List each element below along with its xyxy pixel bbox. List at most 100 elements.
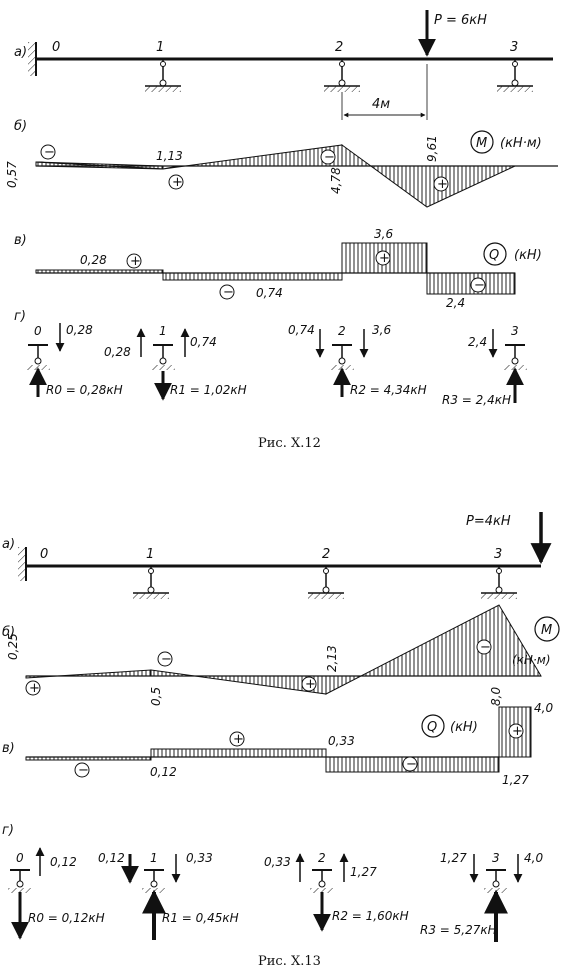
figure-caption: Рис. X.13 [258, 954, 321, 969]
support-label-1: 1 [146, 547, 154, 562]
reaction-left-3: 2,4 [468, 335, 487, 349]
moment-diagram [25, 604, 542, 695]
shear-value-2: 1,27 [502, 773, 529, 787]
panel-label-b: б) [14, 119, 27, 134]
support-label-0: 0 [52, 40, 60, 55]
figure-x13: а) 0 1 2 3 [2, 512, 560, 969]
reaction-right-2: 3,6 [372, 323, 391, 337]
shear-sign-3: − [474, 278, 485, 293]
sign-circle [74, 723, 524, 778]
reaction-node-1 [121, 854, 181, 940]
pin-support-3 [497, 59, 533, 92]
panel-label-v: в) [14, 233, 27, 248]
shear-title: Q [489, 248, 499, 263]
reaction-R-3: R3 = 5,27кН [420, 923, 497, 937]
moment-sign-0: − [44, 145, 55, 160]
pin-support-1 [133, 566, 169, 599]
support-label-3: 3 [494, 547, 502, 562]
moment-unit: (кН·м) [512, 653, 551, 667]
moment-sign-1: − [161, 652, 172, 667]
moment-value-0: 0,57 [5, 161, 19, 188]
pin-support-1 [145, 59, 181, 92]
reaction-num-2: 2 [338, 324, 346, 338]
shear-sign-0: + [130, 254, 141, 269]
reaction-left-1: 0,12 [98, 851, 125, 865]
reaction-left-3: 1,27 [440, 851, 467, 865]
reaction-num-3: 3 [492, 851, 500, 865]
reaction-right-0: 0,12 [50, 855, 77, 869]
moment-unit: (кН·м) [500, 136, 542, 151]
shear-diagram [35, 242, 516, 295]
reaction-R-3: R3 = 2,4кН [442, 393, 511, 407]
support-label-1: 1 [156, 40, 164, 55]
reaction-node-3 [488, 329, 527, 403]
dimension-line [341, 64, 428, 120]
shear-unit: (кН) [514, 248, 542, 263]
reaction-R-0: R0 = 0,28кН [46, 383, 123, 397]
reaction-node-3 [469, 854, 523, 942]
support-label-2: 2 [335, 40, 343, 55]
moment-value-2: 2,13 [325, 645, 339, 672]
moment-sign-2: − [324, 150, 335, 165]
reaction-left-1: 0,28 [104, 345, 131, 359]
load-label: P=4кН [466, 514, 511, 529]
moment-diagram [35, 144, 516, 208]
shear-value-3: 2,4 [446, 296, 465, 310]
moment-value-3: 8,0 [489, 687, 503, 706]
shear-sign-2: − [406, 757, 417, 772]
moment-sign-2: + [305, 677, 316, 692]
shear-title-circle [483, 242, 507, 266]
support-label-3: 3 [510, 40, 518, 55]
dimension-label: 4м [372, 97, 390, 112]
wall-support [18, 547, 27, 581]
reaction-R-2: R2 = 1,60кН [332, 909, 409, 923]
reaction-num-1: 1 [150, 851, 158, 865]
moment-value-1: 0,5 [149, 687, 163, 706]
shear-title: Q [427, 720, 437, 735]
shear-value-0: 0,12 [150, 765, 177, 779]
moment-sign-3: − [480, 640, 491, 655]
moment-value-2: 4,78 [329, 167, 343, 194]
reaction-right-3: 4,0 [524, 851, 543, 865]
reaction-num-3: 3 [511, 324, 519, 338]
moment-sign-3: + [437, 177, 448, 192]
panel-label-g: г) [14, 309, 26, 324]
reaction-R-2: R2 = 4,34кН [350, 383, 427, 397]
moment-sign-1: + [172, 175, 183, 190]
moment-title: M [541, 623, 552, 638]
reaction-right-0: 0,28 [66, 323, 93, 337]
reaction-right-2: 1,27 [350, 865, 377, 879]
pin-support-2 [308, 566, 344, 599]
shear-sign-1: + [233, 732, 244, 747]
panel-label-b: б) [2, 625, 15, 640]
shear-sign-2: + [379, 251, 390, 266]
shear-value-1: 0,74 [256, 286, 283, 300]
reaction-node-2 [295, 853, 349, 932]
panel-label-a: а) [2, 537, 15, 552]
load-label: P = 6кН [434, 13, 487, 28]
support-label-0: 0 [40, 547, 48, 562]
figure-x12: а) 0 1 2 3 [5, 10, 558, 451]
sign-circle [25, 639, 492, 696]
shear-diagram [25, 706, 532, 773]
panel-label-g: г) [2, 823, 14, 838]
reaction-num-0: 0 [34, 324, 42, 338]
reaction-num-2: 2 [318, 851, 326, 865]
support-label-2: 2 [322, 547, 330, 562]
moment-value-1: 1,13 [156, 149, 183, 163]
reaction-R-1: R1 = 0,45кН [162, 911, 239, 925]
moment-value-0: 0,25 [6, 633, 20, 660]
shear-value-0: 0,28 [80, 253, 107, 267]
moment-title: M [476, 136, 487, 151]
pin-support-3 [481, 566, 517, 599]
reaction-R-1: R1 = 1,02кН [170, 383, 247, 397]
sign-circle [126, 250, 486, 300]
reaction-R-0: R0 = 0,12кН [28, 911, 105, 925]
shear-value-1: 0,33 [328, 734, 355, 748]
wall-support [28, 42, 37, 76]
reaction-left-2: 0,33 [264, 855, 291, 869]
shear-unit: (кН) [450, 720, 478, 735]
reaction-node-0 [8, 847, 45, 940]
shear-title-circle [421, 714, 445, 738]
